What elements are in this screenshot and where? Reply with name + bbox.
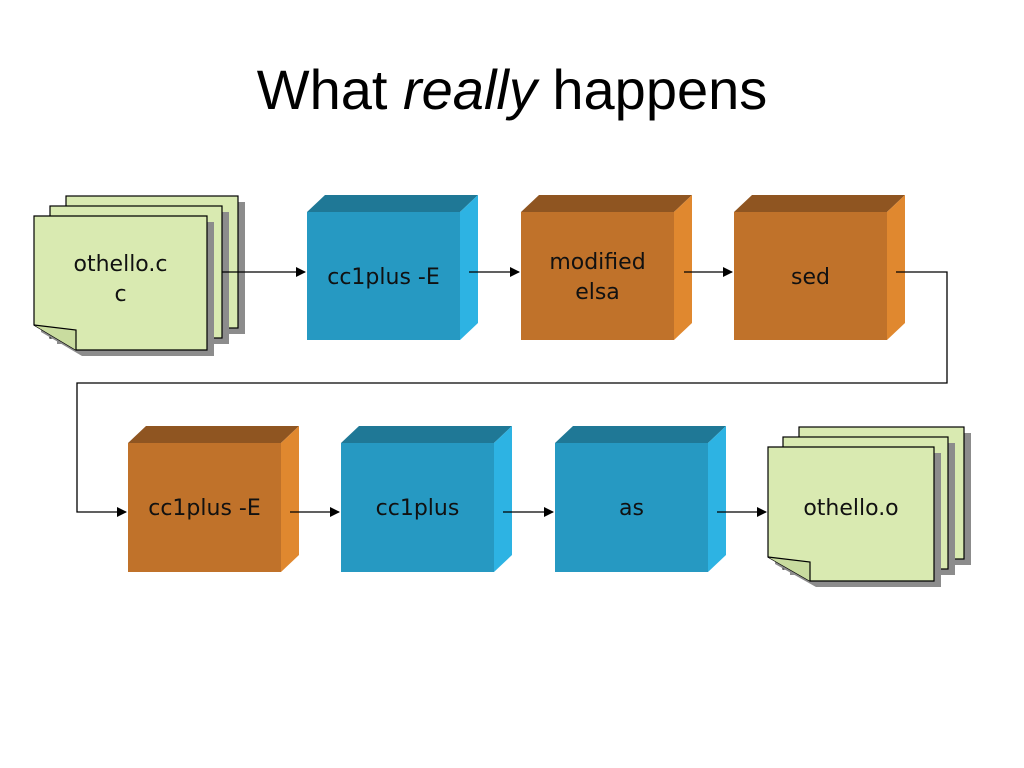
node-label-cc1plus-e-1: cc1plus -E	[327, 265, 440, 290]
process-box-cc1plus-e-2	[128, 426, 299, 572]
title-what: What	[256, 58, 388, 121]
slide-title: What really happens	[0, 58, 1024, 122]
connectors	[76, 267, 948, 517]
doc-page-front	[767, 446, 941, 587]
node-label-cc1plus: cc1plus	[375, 496, 460, 521]
node-label-sed: sed	[791, 265, 830, 290]
node-label-modified-elsa: modified elsa	[549, 250, 646, 305]
arrow-sed-to-cpp2	[76, 271, 948, 517]
node-label-othello-cc: othello.c c	[73, 252, 168, 307]
process-box-modified-elsa	[521, 195, 692, 340]
node-label-as: as	[619, 496, 644, 521]
title-really: really	[403, 58, 537, 121]
output-document-stack	[767, 426, 971, 587]
node-label-cc1plus-e-2: cc1plus -E	[148, 496, 261, 521]
title-happens: happens	[552, 58, 768, 121]
process-box-cc1plus-e-1	[307, 195, 478, 340]
doc-page-front	[33, 215, 214, 356]
process-box-sed	[734, 195, 905, 340]
process-box-as	[555, 426, 726, 572]
process-box-cc1plus	[341, 426, 512, 572]
node-label-othello-o: othello.o	[803, 496, 899, 521]
